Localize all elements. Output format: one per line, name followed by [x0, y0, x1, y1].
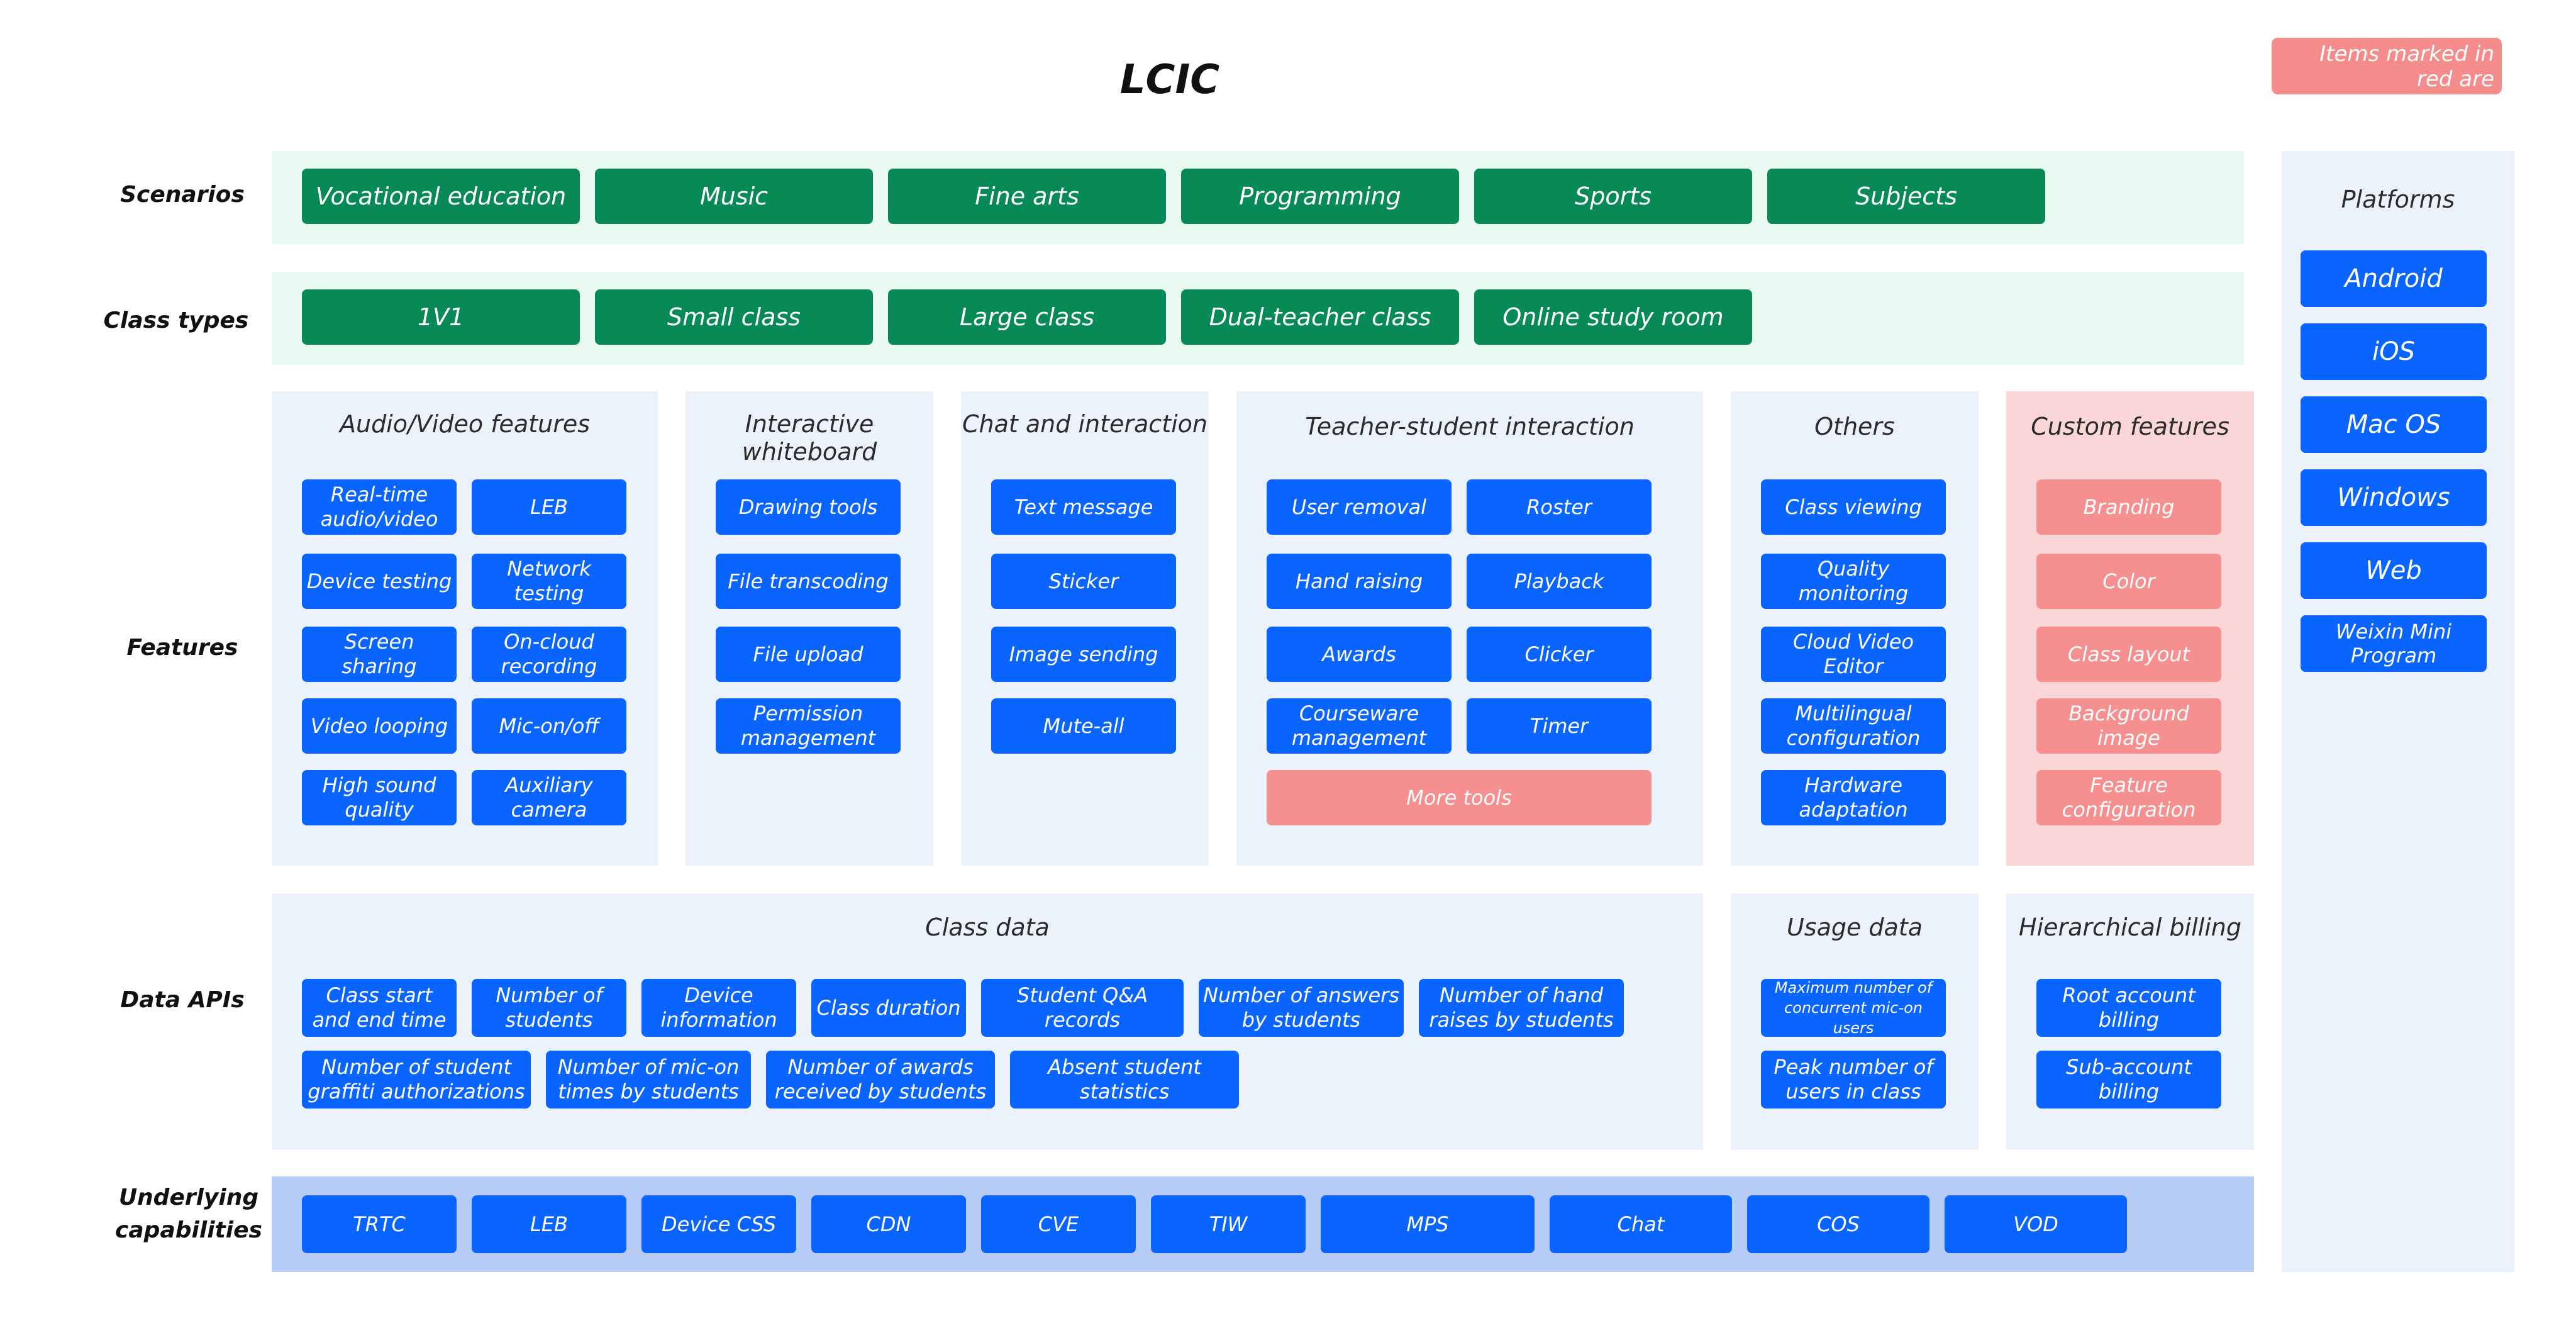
- class-type-small-class: Small class: [595, 289, 873, 345]
- custom-branding: Branding: [2036, 479, 2221, 535]
- row-label-scenarios: Scenarios: [120, 182, 245, 208]
- row-label-class-types: Class types: [103, 308, 249, 333]
- billing-heading: Hierarchical billing: [2019, 913, 2241, 941]
- feature-device-testing: Device testing: [302, 554, 457, 609]
- data-max-concurrent-mic-on: Maximum number of concurrent mic-on user…: [1761, 979, 1946, 1037]
- class-data-heading: Class data: [925, 913, 1050, 941]
- platform-android: Android: [2301, 250, 2487, 307]
- feature-network-testing: Network testing: [472, 554, 626, 609]
- feature-high-sound-quality: High sound quality: [302, 770, 457, 825]
- feature-clicker: Clicker: [1467, 627, 1652, 682]
- capability-cos: COS: [1747, 1195, 1929, 1253]
- feature-timer: Timer: [1467, 698, 1652, 754]
- scenario-vocational-education: Vocational education: [302, 169, 580, 224]
- custom-color: Color: [2036, 554, 2221, 609]
- platforms-heading: Platforms: [2341, 186, 2455, 213]
- custom-feature-configuration: Feature configuration: [2036, 770, 2221, 825]
- data-hand-raises-by-students: Number of hand raises by students: [1419, 979, 1624, 1037]
- feature-courseware-management: Courseware management: [1267, 698, 1452, 754]
- custom-class-layout: Class layout: [2036, 627, 2221, 682]
- data-answers-by-students: Number of answers by students: [1199, 979, 1404, 1037]
- feature-hardware-adaptation: Hardware adaptation: [1761, 770, 1946, 825]
- whiteboard-heading: Interactive whiteboard: [741, 410, 877, 466]
- feature-mic-on-off: Mic-on/off: [472, 698, 626, 754]
- capability-tiw: TIW: [1151, 1195, 1306, 1253]
- data-student-qa-records: Student Q&A records: [981, 979, 1184, 1037]
- platform-web: Web: [2301, 542, 2487, 599]
- feature-multilingual-config: Multilingual configuration: [1761, 698, 1946, 754]
- row-label-features: Features: [126, 635, 238, 661]
- data-mic-on-times: Number of mic-on times by students: [546, 1051, 751, 1109]
- feature-more-tools: More tools: [1267, 770, 1652, 825]
- feature-class-viewing: Class viewing: [1761, 479, 1946, 535]
- feature-playback: Playback: [1467, 554, 1652, 609]
- data-absent-student-stats: Absent student statistics: [1010, 1051, 1239, 1109]
- feature-file-upload: File upload: [716, 627, 901, 682]
- capability-chat: Chat: [1550, 1195, 1732, 1253]
- feature-hand-raising: Hand raising: [1267, 554, 1452, 609]
- usage-data-heading: Usage data: [1786, 913, 1923, 941]
- feature-text-message: Text message: [991, 479, 1176, 535]
- feature-roster: Roster: [1467, 479, 1652, 535]
- feature-leb: LEB: [472, 479, 626, 535]
- av-features-heading: Audio/Video features: [339, 410, 591, 438]
- scenario-programming: Programming: [1181, 169, 1459, 224]
- scenario-sports: Sports: [1474, 169, 1752, 224]
- class-type-large-class: Large class: [888, 289, 1166, 345]
- data-peak-users-in-class: Peak number of users in class: [1761, 1051, 1946, 1109]
- diagram-title: LCIC: [1119, 57, 1220, 103]
- class-type-dual-teacher: Dual-teacher class: [1181, 289, 1459, 345]
- customizable-note: Items marked in red are customizable: [2272, 38, 2502, 117]
- capability-cve: CVE: [981, 1195, 1136, 1253]
- data-awards-received: Number of awards received by students: [766, 1051, 995, 1109]
- capability-cdn: CDN: [811, 1195, 966, 1253]
- scenario-fine-arts: Fine arts: [888, 169, 1166, 224]
- feature-real-time-av: Real-time audio/video: [302, 479, 457, 535]
- platform-weixin-mini-program: Weixin Mini Program: [2301, 615, 2487, 672]
- feature-drawing-tools: Drawing tools: [716, 479, 901, 535]
- scenario-music: Music: [595, 169, 873, 224]
- feature-user-removal: User removal: [1267, 479, 1452, 535]
- feature-cloud-recording: On-cloud recording: [472, 627, 626, 682]
- feature-permission-management: Permission management: [716, 698, 901, 754]
- feature-auxiliary-camera: Auxiliary camera: [472, 770, 626, 825]
- capability-vod: VOD: [1945, 1195, 2127, 1253]
- class-type-online-study-room: Online study room: [1474, 289, 1752, 345]
- data-class-start-end-time: Class start and end time: [302, 979, 457, 1037]
- capability-device-css: Device CSS: [641, 1195, 796, 1253]
- feature-cloud-video-editor: Cloud Video Editor: [1761, 627, 1946, 682]
- billing-root-account: Root account billing: [2036, 979, 2221, 1037]
- capability-mps: MPS: [1321, 1195, 1535, 1253]
- feature-file-transcoding: File transcoding: [716, 554, 901, 609]
- data-number-of-students: Number of students: [472, 979, 626, 1037]
- feature-quality-monitoring: Quality monitoring: [1761, 554, 1946, 609]
- data-class-duration: Class duration: [811, 979, 966, 1037]
- others-heading: Others: [1814, 413, 1895, 440]
- feature-awards: Awards: [1267, 627, 1452, 682]
- platform-windows: Windows: [2301, 469, 2487, 526]
- feature-sticker: Sticker: [991, 554, 1176, 609]
- feature-mute-all: Mute-all: [991, 698, 1176, 754]
- custom-features-heading: Custom features: [2031, 413, 2229, 440]
- capability-trtc: TRTC: [302, 1195, 457, 1253]
- teacher-student-heading: Teacher-student interaction: [1305, 413, 1635, 440]
- chat-heading: Chat and interaction: [962, 410, 1208, 438]
- platforms-panel: [2282, 151, 2514, 1272]
- class-type-1v1: 1V1: [302, 289, 580, 345]
- row-label-underlying: Underlying capabilities: [115, 1185, 262, 1243]
- data-graffiti-authorizations: Number of student graffiti authorization…: [302, 1051, 531, 1109]
- platform-mac-os: Mac OS: [2301, 396, 2487, 453]
- feature-image-sending: Image sending: [991, 627, 1176, 682]
- billing-sub-account: Sub-account billing: [2036, 1051, 2221, 1109]
- feature-video-looping: Video looping: [302, 698, 457, 754]
- row-label-data-apis: Data APIs: [120, 987, 245, 1013]
- data-device-information: Device information: [641, 979, 796, 1037]
- feature-screen-sharing: Screen sharing: [302, 627, 457, 682]
- platform-ios: iOS: [2301, 323, 2487, 380]
- capability-leb: LEB: [472, 1195, 626, 1253]
- scenario-subjects: Subjects: [1767, 169, 2045, 224]
- custom-background-image: Background image: [2036, 698, 2221, 754]
